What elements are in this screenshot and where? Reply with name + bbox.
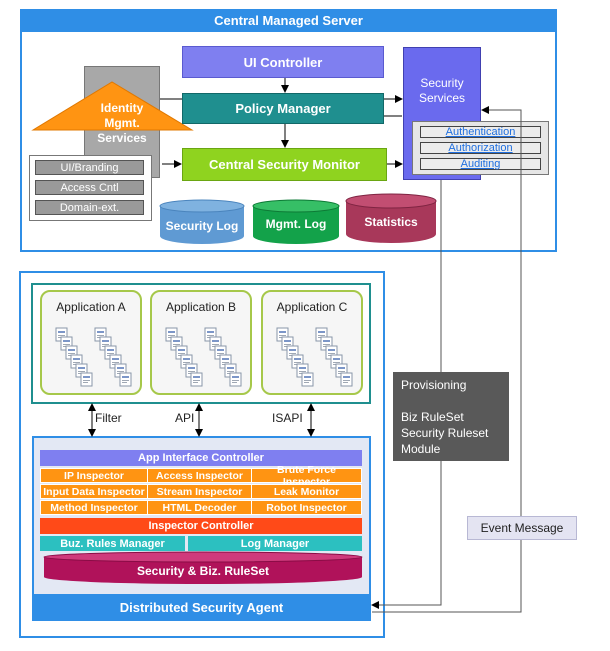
policy-manager-box: Policy Manager (182, 93, 384, 124)
input-data-inspector: Input Data Inspector (40, 484, 148, 499)
app-interface-controller-bar: App Interface Controller (40, 450, 362, 466)
robot-inspector: Robot Inspector (251, 500, 362, 515)
filter-connector-label: Filter (95, 411, 122, 425)
identity-triangle-shape (31, 81, 194, 131)
auditing-link[interactable]: Auditing (420, 158, 541, 170)
central-managed-server-title: Central Managed Server (20, 9, 557, 32)
mgmt-log-label: Mgmt. Log (265, 216, 327, 231)
provisioning-box: Provisioning Biz RuleSet Security Rulese… (393, 372, 509, 461)
provisioning-line-3: Module (401, 442, 441, 456)
api-connector-label: API (175, 411, 195, 425)
ui-branding-item: UI/Branding (35, 160, 144, 175)
isapi-connector-label: ISAPI (272, 411, 303, 425)
stream-inspector: Stream Inspector (147, 484, 252, 499)
security-log-label: Security Log (165, 218, 239, 233)
central-security-monitor-box: Central Security Monitor (182, 148, 387, 181)
buz-rules-manager-bar: Buz. Rules Manager (40, 536, 185, 551)
leak-monitor: Leak Monitor (251, 484, 362, 499)
inspector-controller-bar: Inspector Controller (40, 518, 362, 534)
ruleset-cylinder (43, 551, 363, 584)
security-log-cylinder (159, 199, 245, 244)
security-services-label: Security Services (418, 76, 465, 105)
statistics-label: Statistics (364, 214, 418, 229)
log-manager-bar: Log Manager (188, 536, 362, 551)
ruleset-label: Security & Biz. RuleSet (136, 564, 270, 578)
access-inspector: Access Inspector (147, 468, 252, 483)
identity-mgmt-label: Identity Mgmt. Services (97, 100, 147, 145)
application-a-title: Application A (56, 300, 126, 314)
provisioning-line-2: Security Ruleset (401, 426, 489, 440)
application-c-title: Application C (276, 300, 348, 314)
application-b-title: Application B (165, 300, 237, 314)
html-decoder: HTML Decoder (147, 500, 252, 515)
mgmt-log-cylinder (252, 199, 340, 244)
method-inspector: Method Inspector (40, 500, 148, 515)
authorization-link[interactable]: Authorization (420, 142, 541, 154)
provisioning-title: Provisioning (401, 378, 467, 392)
statistics-cylinder (345, 193, 437, 243)
domain-ext-item: Domain-ext. (35, 200, 144, 215)
provisioning-line-1: Biz RuleSet (401, 410, 464, 424)
ui-controller-box: UI Controller (182, 46, 384, 78)
event-message-box: Event Message (467, 516, 577, 540)
authentication-link[interactable]: Authentication (420, 126, 541, 138)
distributed-security-agent-title: Distributed Security Agent (32, 594, 371, 621)
access-control-item: Access Cntl (35, 180, 144, 195)
